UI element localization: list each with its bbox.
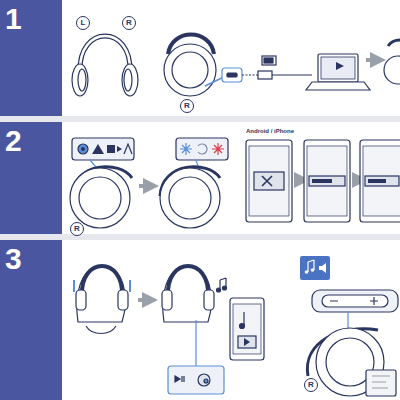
- step-band: 2: [0, 122, 62, 234]
- step-number: 3: [5, 244, 22, 274]
- side-marker: R: [70, 222, 84, 236]
- drawings: [70, 35, 400, 397]
- step-band: 3: [0, 240, 62, 400]
- side-marker: L: [76, 16, 90, 30]
- side-marker: R: [304, 378, 318, 392]
- side-letter: L: [81, 19, 86, 27]
- side-marker: R: [180, 99, 194, 113]
- side-marker: R: [122, 16, 136, 30]
- step-number: 1: [5, 4, 22, 34]
- side-letter: R: [308, 381, 314, 389]
- os-label: Android / iPhone: [246, 128, 294, 134]
- step-number: 2: [5, 126, 22, 156]
- step-band: 1: [0, 0, 62, 116]
- side-letter: R: [184, 102, 190, 110]
- side-letter: R: [74, 225, 80, 233]
- side-letter: R: [126, 19, 132, 27]
